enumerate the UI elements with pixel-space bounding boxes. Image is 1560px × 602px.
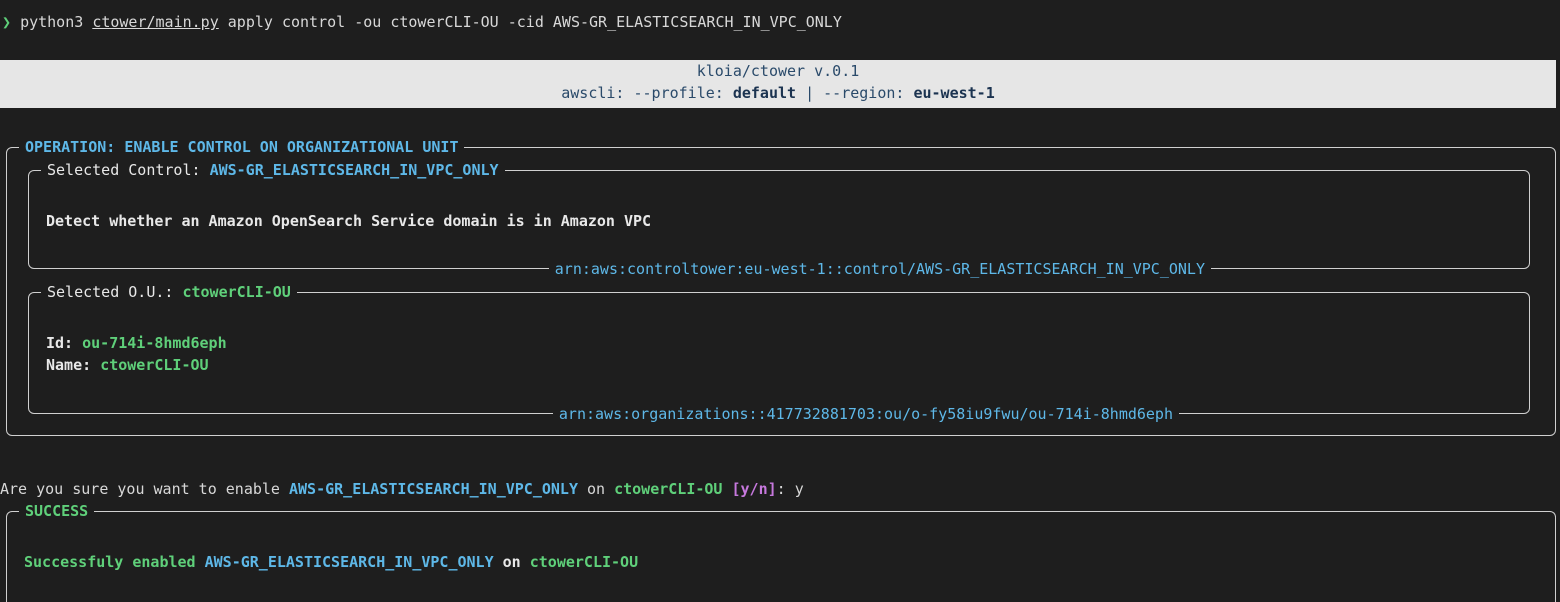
region-value: eu-west-1 xyxy=(913,84,995,102)
control-arn: arn:aws:controltower:eu-west-1::control/… xyxy=(548,259,1211,279)
banner-title: kloia/ctower v.0.1 xyxy=(696,62,860,80)
confirm-choices: [y/n] xyxy=(722,480,777,498)
command-args: apply control -ou ctowerCLI-OU -cid AWS-… xyxy=(227,13,842,31)
confirm-on: on xyxy=(577,480,615,498)
ou-id-label: Id: xyxy=(46,334,83,352)
confirm-prompt: Are you sure you want to enable AWS-GR_E… xyxy=(0,479,804,499)
confirm-ou: ctowerCLI-OU xyxy=(614,480,723,498)
success-panel: SUCCESS Successfuly enabled AWS-GR_ELAST… xyxy=(6,501,1556,602)
ou-name-line: Name: ctowerCLI-OU xyxy=(46,355,209,375)
banner-awscli: awscli: --profile: default | --region: e… xyxy=(0,82,1556,104)
command-script[interactable]: ctower/main.py xyxy=(92,13,219,31)
prompt-arrow-icon: ❯ xyxy=(2,13,12,31)
command-interpreter: python3 xyxy=(20,13,84,31)
success-message: Successfuly enabled AWS-GR_ELASTICSEARCH… xyxy=(24,552,638,572)
ou-arn: arn:aws:organizations::417732881703:ou/o… xyxy=(552,404,1179,424)
ou-value: ctowerCLI-OU xyxy=(182,283,291,301)
control-panel-title: Selected Control: AWS-GR_ELASTICSEARCH_I… xyxy=(41,160,505,180)
success-control: AWS-GR_ELASTICSEARCH_IN_VPC_ONLY xyxy=(204,553,494,571)
confirm-answer[interactable]: y xyxy=(794,480,804,498)
control-value: AWS-GR_ELASTICSEARCH_IN_VPC_ONLY xyxy=(209,161,499,179)
region-label: --region: xyxy=(823,84,914,102)
confirm-colon: : xyxy=(776,480,795,498)
ou-panel-title: Selected O.U.: ctowerCLI-OU xyxy=(41,282,297,302)
ou-name-value: ctowerCLI-OU xyxy=(100,356,209,374)
success-on: on xyxy=(493,553,530,571)
banner-separator: | xyxy=(796,84,824,102)
control-panel: Selected Control: AWS-GR_ELASTICSEARCH_I… xyxy=(28,160,1530,279)
ou-id-value: ou-714i-8hmd6eph xyxy=(82,334,227,352)
success-prefix: Successfuly enabled xyxy=(24,553,205,571)
ou-id-line: Id: ou-714i-8hmd6eph xyxy=(46,333,227,353)
control-description: Detect whether an Amazon OpenSearch Serv… xyxy=(46,212,652,230)
ou-name-label: Name: xyxy=(46,356,101,374)
success-ou: ctowerCLI-OU xyxy=(529,553,639,571)
version-banner: kloia/ctower v.0.1 awscli: --profile: de… xyxy=(0,60,1556,108)
operation-panel: OPERATION: ENABLE CONTROL ON ORGANIZATIO… xyxy=(6,137,1556,436)
command-line: ❯ python3 ctower/main.py apply control -… xyxy=(2,12,842,32)
confirm-control: AWS-GR_ELASTICSEARCH_IN_VPC_ONLY xyxy=(288,480,578,498)
operation-title: OPERATION: ENABLE CONTROL ON ORGANIZATIO… xyxy=(19,137,465,157)
success-title: SUCCESS xyxy=(19,501,95,521)
awscli-label: awscli: --profile: xyxy=(561,84,733,102)
ou-label: Selected O.U.: xyxy=(47,283,183,301)
confirm-prefix: Are you sure you want to enable xyxy=(0,480,289,498)
control-label: Selected Control: xyxy=(47,161,210,179)
ou-panel: Selected O.U.: ctowerCLI-OU Id: ou-714i-… xyxy=(28,282,1530,424)
profile-value: default xyxy=(732,84,797,102)
